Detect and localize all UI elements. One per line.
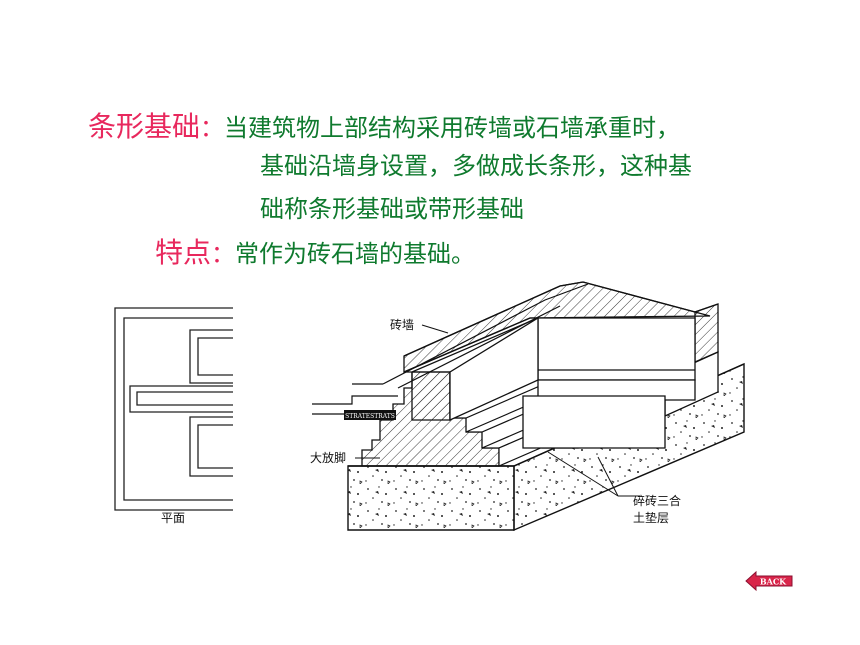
label-footing: 大放脚 [310,450,346,465]
back-button[interactable]: BACK [744,570,794,592]
term-strip-foundation: 条形基础 [88,110,201,143]
wall-background-strip [312,283,589,415]
plan-view [114,307,233,511]
svg-text:STRATESTRATS: STRATESTRATS [345,413,395,420]
feature-text: 常作为砖石墙的基础。 [235,240,476,268]
definition-text-1: 当建筑物上部结构采用砖墙或石墙承重时， [224,114,681,142]
feature-line: 特点：常作为砖石墙的基础。 [155,238,475,269]
definition-line-1: 条形基础：当建筑物上部结构采用砖墙或石墙承重时， [88,112,680,143]
back-arrow-icon [745,570,793,592]
leader-lines [355,324,640,497]
plan-label: 平面 [161,511,185,525]
dampproof-strip: STRATESTRATS [344,410,396,420]
back-label: BACK [760,577,787,587]
label-cushion-line-1: 碎砖三合 [633,493,681,508]
footing-end-block [522,303,719,449]
definition-line-3: 础称条形基础或带形基础 [260,195,524,223]
colon: ： [200,114,225,142]
definition-line-2: 基础沿墙身设置，多做成长条形，这种基 [260,152,692,180]
brick-wall [403,281,719,422]
label-cushion-line-2: 土垫层 [633,510,669,525]
colon: ： [211,240,236,268]
label-brick-wall: 砖墙 [390,317,414,332]
term-feature: 特点 [155,236,212,269]
